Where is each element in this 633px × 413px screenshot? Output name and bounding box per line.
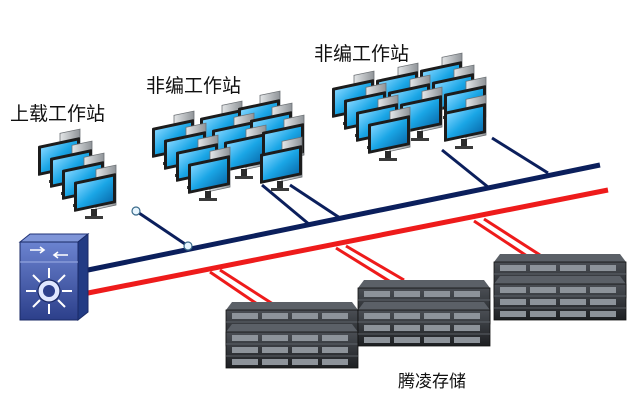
upload-group-label: 上载工作站: [10, 103, 105, 125]
link-node: [183, 241, 193, 251]
workstation-links: [135, 136, 549, 248]
storage-links: [209, 217, 541, 312]
upload-workstation-group: [37, 128, 117, 220]
link-node: [131, 206, 141, 216]
edit-workstation-group-2: [331, 52, 487, 162]
edit-group-2-label: 非编工作站: [314, 43, 409, 65]
storage-array-right: [493, 253, 627, 321]
disk-array-icon: [357, 301, 491, 347]
storage-array-left: [225, 301, 359, 369]
storage-array-middle: [357, 279, 491, 347]
red-network-bus: [87, 187, 609, 296]
edit-workstation-group-1: [151, 90, 305, 202]
disk-array-icon: [493, 275, 627, 321]
blue-network-bus: [87, 162, 601, 273]
disk-array-icon: [225, 323, 359, 369]
storage-label: 腾凌存储: [398, 372, 466, 392]
edit-group-1-label: 非编工作站: [146, 75, 241, 97]
network-switch-icon: [18, 232, 90, 322]
